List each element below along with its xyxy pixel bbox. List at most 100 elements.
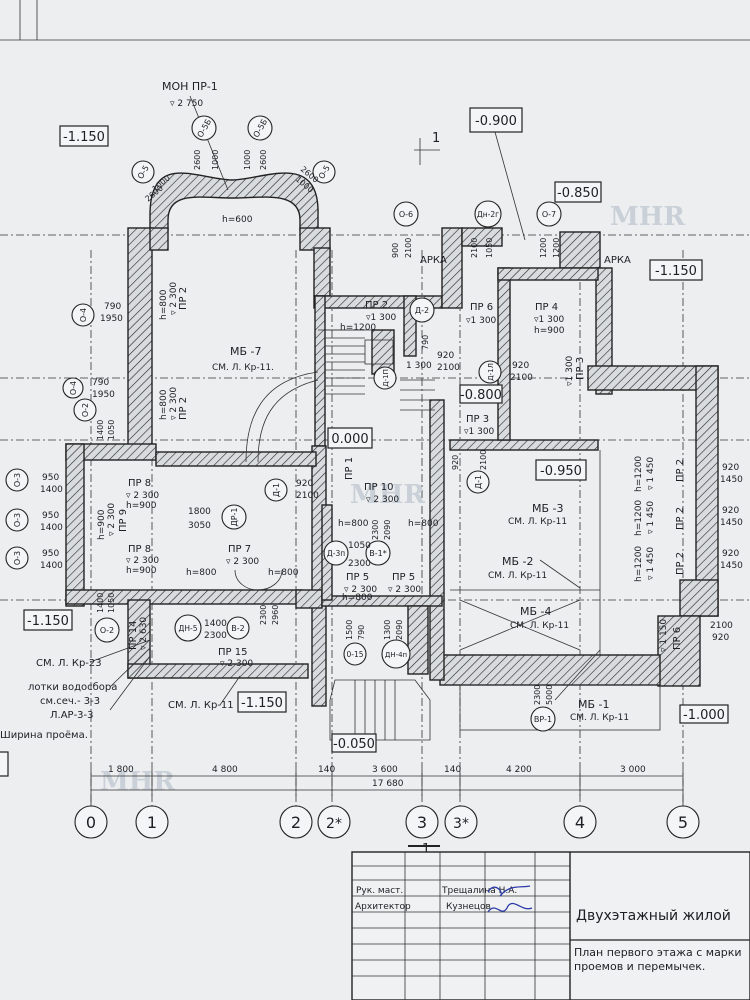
svg-text:ПР 7: ПР 7 bbox=[228, 544, 251, 555]
signature-1 bbox=[487, 885, 531, 897]
svg-text:▿ 2 300: ▿ 2 300 bbox=[344, 585, 377, 595]
svg-text:▿ 1 450: ▿ 1 450 bbox=[646, 501, 656, 534]
svg-text:▿1 300: ▿1 300 bbox=[565, 355, 575, 386]
svg-text:h=1200: h=1200 bbox=[634, 456, 644, 492]
svg-text:h=800: h=800 bbox=[159, 289, 169, 320]
svg-text:h=900: h=900 bbox=[97, 509, 107, 540]
svg-text:ПР 5: ПР 5 bbox=[392, 572, 415, 583]
svg-text:МОН ПР-1: МОН ПР-1 bbox=[162, 80, 218, 93]
svg-text:Д-1П: Д-1П bbox=[382, 369, 390, 387]
svg-text:1050: 1050 bbox=[348, 541, 371, 551]
svg-text:▿ 2 300: ▿ 2 300 bbox=[220, 659, 253, 669]
svg-text:2100: 2100 bbox=[404, 238, 413, 258]
opening-tags: О-5Б О-5Б О-5 О-5 О-6 Дн-2г О-7 О-4 О-4 … bbox=[5, 115, 562, 732]
svg-text:Ширина проёма.: Ширина проёма. bbox=[0, 730, 88, 741]
svg-text:2300: 2300 bbox=[204, 631, 227, 641]
svg-text:СМ. Л. Кр-11: СМ. Л. Кр-11 bbox=[510, 621, 569, 631]
svg-text:1 300: 1 300 bbox=[406, 361, 432, 371]
svg-text:▿ 2 300: ▿ 2 300 bbox=[126, 491, 159, 501]
svg-text:h=1200: h=1200 bbox=[340, 323, 376, 333]
sheet-subtitle-1: План первого этажа с марки bbox=[574, 946, 742, 959]
svg-text:h=800: h=800 bbox=[338, 519, 369, 529]
svg-text:СМ. Л. Кр-11: СМ. Л. Кр-11 bbox=[488, 571, 547, 581]
dim-total: 17 680 bbox=[372, 779, 404, 789]
svg-text:О-7: О-7 bbox=[542, 210, 556, 219]
svg-text:2100: 2100 bbox=[510, 373, 533, 383]
svg-text:Дн-2г: Дн-2г bbox=[477, 210, 499, 219]
svg-text:920: 920 bbox=[437, 351, 454, 361]
svg-text:h=800: h=800 bbox=[268, 568, 299, 578]
svg-text:ПР 9: ПР 9 bbox=[118, 509, 129, 532]
watermark: MHR bbox=[610, 202, 685, 232]
svg-text:ПР 2: ПР 2 bbox=[675, 459, 686, 482]
svg-text:1400: 1400 bbox=[204, 619, 227, 629]
svg-text:790: 790 bbox=[357, 625, 366, 640]
svg-text:1050: 1050 bbox=[485, 238, 494, 258]
svg-text:0-15: 0-15 bbox=[346, 650, 363, 659]
svg-text:-1.000: -1.000 bbox=[683, 708, 725, 723]
svg-text:2600: 2600 bbox=[259, 150, 268, 170]
stairs bbox=[325, 329, 435, 411]
svg-text:1400: 1400 bbox=[40, 523, 63, 533]
svg-text:h=600: h=600 bbox=[222, 215, 253, 225]
svg-text:Л.АР-3-3: Л.АР-3-3 bbox=[50, 710, 94, 721]
svg-text:▿ 2 300: ▿ 2 300 bbox=[388, 585, 421, 595]
svg-text:▿1 300: ▿1 300 bbox=[466, 316, 497, 326]
svg-text:1: 1 bbox=[147, 813, 157, 832]
svg-text:2600: 2600 bbox=[193, 150, 202, 170]
svg-text:3050: 3050 bbox=[188, 521, 211, 531]
svg-text:ПР 2: ПР 2 bbox=[675, 507, 686, 530]
svg-text:-0.950: -0.950 bbox=[540, 464, 582, 479]
svg-text:790: 790 bbox=[92, 378, 109, 388]
svg-text:2100: 2100 bbox=[470, 238, 479, 258]
svg-text:950: 950 bbox=[42, 473, 59, 483]
svg-text:О-6: О-6 bbox=[399, 210, 413, 219]
dim-4200: 4 200 bbox=[506, 765, 532, 775]
svg-text:В-1*: В-1* bbox=[369, 549, 386, 558]
bay-window-wall bbox=[149, 172, 319, 231]
svg-text:МБ -4: МБ -4 bbox=[520, 605, 552, 618]
svg-text:1450: 1450 bbox=[720, 475, 743, 485]
svg-text:см.сеч.- 3-3: см.сеч.- 3-3 bbox=[40, 696, 100, 707]
svg-text:3: 3 bbox=[417, 813, 427, 832]
svg-text:ПР 8: ПР 8 bbox=[128, 478, 151, 489]
svg-text:2090: 2090 bbox=[395, 620, 404, 640]
svg-text:ПР 2: ПР 2 bbox=[675, 552, 686, 575]
svg-text:ПР 10: ПР 10 bbox=[364, 482, 393, 493]
svg-text:1450: 1450 bbox=[720, 518, 743, 528]
title-role-1: Рук. маст. bbox=[356, 886, 403, 896]
svg-text:АРКА: АРКА bbox=[604, 255, 631, 266]
walls bbox=[65, 172, 719, 707]
svg-text:5000: 5000 bbox=[545, 685, 554, 705]
svg-text:790: 790 bbox=[104, 302, 121, 312]
svg-text:▿1 300: ▿1 300 bbox=[366, 313, 397, 323]
svg-text:МБ -1: МБ -1 bbox=[578, 698, 610, 711]
svg-text:▿ 2 300: ▿ 2 300 bbox=[107, 503, 117, 536]
svg-text:СМ. Л. Кр-11: СМ. Л. Кр-11 bbox=[570, 713, 629, 723]
title-role-2: Архитектор bbox=[355, 902, 411, 912]
svg-text:ДН-5: ДН-5 bbox=[179, 624, 198, 633]
dim-4800: 4 800 bbox=[212, 765, 238, 775]
svg-text:2300: 2300 bbox=[348, 559, 371, 569]
svg-text:920: 920 bbox=[296, 479, 313, 489]
svg-text:2090: 2090 bbox=[383, 520, 392, 540]
svg-text:950: 950 bbox=[42, 511, 59, 521]
dim-140: 140 bbox=[318, 765, 335, 775]
svg-text:ПР 2: ПР 2 bbox=[365, 300, 388, 311]
svg-text:1: 1 bbox=[432, 131, 440, 146]
svg-text:ПР 15: ПР 15 bbox=[218, 647, 247, 658]
svg-text:Д-1: Д-1 bbox=[272, 483, 281, 497]
svg-text:▿ 1 450: ▿ 1 450 bbox=[646, 457, 656, 490]
svg-text:950: 950 bbox=[42, 549, 59, 559]
svg-text:▿ 1 150: ▿ 1 150 bbox=[659, 619, 669, 652]
svg-text:2: 2 bbox=[291, 813, 301, 832]
svg-text:О-4: О-4 bbox=[69, 381, 78, 395]
svg-text:▿1 300: ▿1 300 bbox=[534, 315, 565, 325]
dim-3600: 3 600 bbox=[372, 765, 398, 775]
svg-text:h=900: h=900 bbox=[534, 326, 565, 336]
svg-text:1000: 1000 bbox=[243, 150, 252, 170]
svg-text:СМ. Л. Кр-11: СМ. Л. Кр-11 bbox=[168, 700, 234, 711]
